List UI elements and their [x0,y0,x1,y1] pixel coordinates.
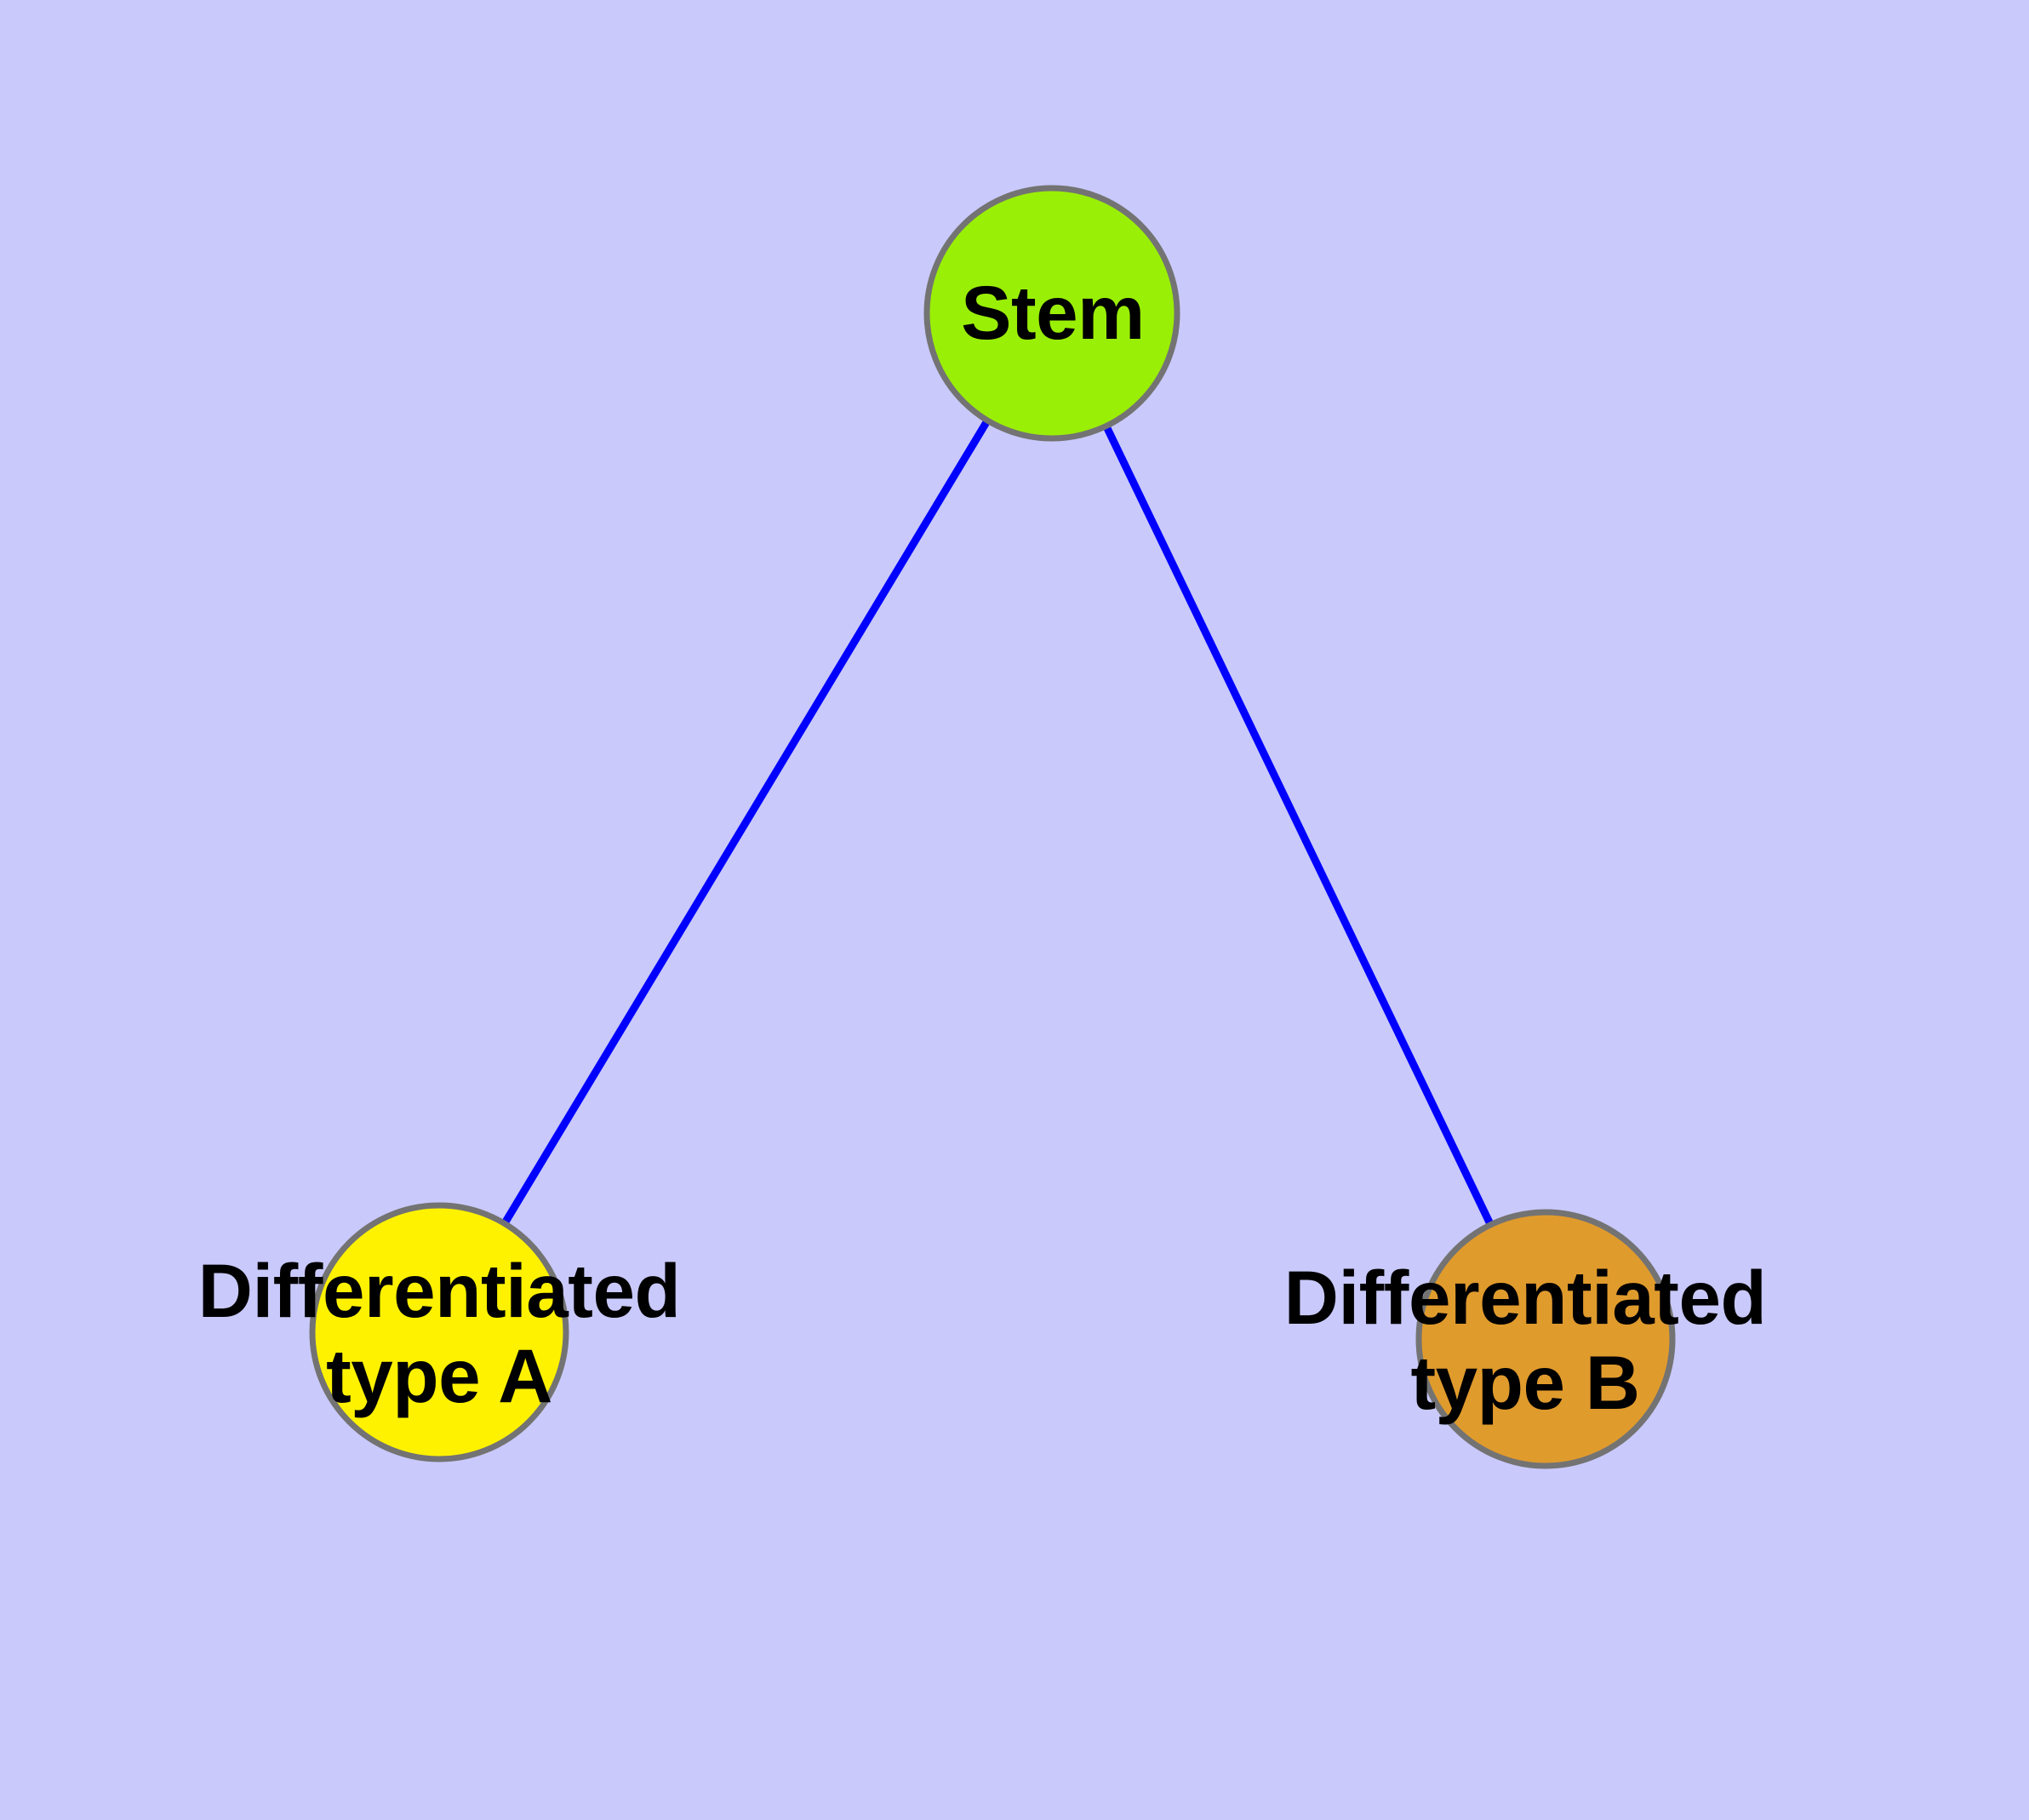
edge-stem-to-differentiated-type-b[interactable] [1102,424,1495,1227]
edge-stem-to-differentiated-type-a[interactable] [500,418,992,1226]
node-layer [309,185,1676,1469]
edge-layer [500,418,1495,1227]
node-differentiated-type-b[interactable] [1415,1209,1676,1469]
node-differentiated-type-a[interactable] [309,1202,569,1462]
node-stem[interactable] [923,185,1180,442]
